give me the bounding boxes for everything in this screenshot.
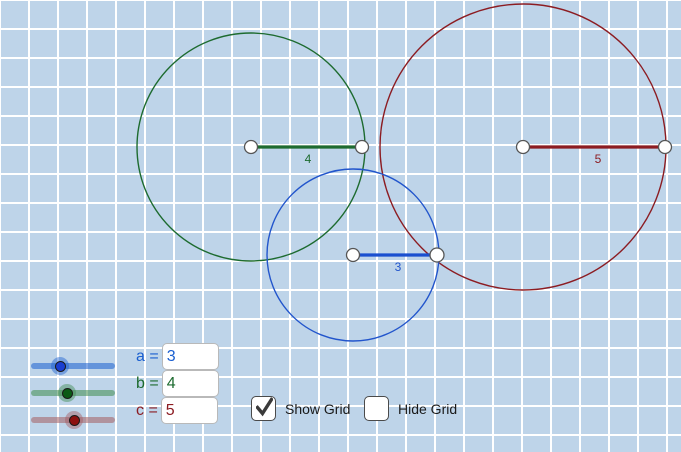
slider-b-knob[interactable] — [61, 388, 73, 399]
checkbox-item-hide-grid[interactable]: Hide Grid — [364, 396, 457, 421]
value-input-c[interactable]: 5 — [160, 397, 218, 424]
hide-grid-label: Hide Grid — [398, 400, 458, 417]
hide-grid-checkbox[interactable] — [364, 396, 389, 421]
value-label-b: b = — [136, 374, 159, 392]
slider-a-knob[interactable] — [54, 361, 66, 372]
value-row-a: a = 3 — [136, 343, 219, 370]
slider-b[interactable] — [31, 384, 115, 402]
checkbox-item-show-grid[interactable]: Show Grid — [251, 396, 350, 421]
value-input-a[interactable]: 3 — [161, 343, 219, 370]
radius-label-c: 5 — [595, 152, 602, 166]
radius-point-c[interactable] — [657, 139, 673, 155]
figure-circle-b-green[interactable]: 4 — [136, 32, 370, 262]
value-row-b: b = 4 — [136, 370, 219, 397]
slider-c-knob[interactable] — [68, 415, 80, 426]
show-grid-checkbox[interactable] — [251, 396, 276, 421]
center-point-a[interactable] — [345, 247, 361, 263]
center-point-b[interactable] — [243, 139, 259, 155]
value-label-a: a = — [136, 347, 159, 365]
figure-circle-a-blue[interactable]: 3 — [266, 168, 445, 342]
show-grid-label: Show Grid — [285, 400, 351, 417]
radius-point-b[interactable] — [354, 139, 370, 155]
value-label-c: c = — [136, 401, 158, 419]
radius-label-b: 4 — [305, 152, 312, 166]
value-row-c: c = 5 — [136, 397, 218, 424]
slider-a[interactable] — [31, 357, 115, 375]
center-point-c[interactable] — [515, 139, 531, 155]
value-input-b[interactable]: 4 — [161, 370, 219, 397]
slider-b-track[interactable] — [31, 390, 115, 396]
check-icon — [256, 397, 273, 417]
slider-c[interactable] — [31, 411, 115, 429]
figure-circle-c-red[interactable]: 5 — [379, 3, 673, 291]
radius-label-a: 3 — [395, 260, 402, 274]
slider-a-track[interactable] — [31, 363, 115, 369]
radius-point-a[interactable] — [429, 247, 445, 263]
